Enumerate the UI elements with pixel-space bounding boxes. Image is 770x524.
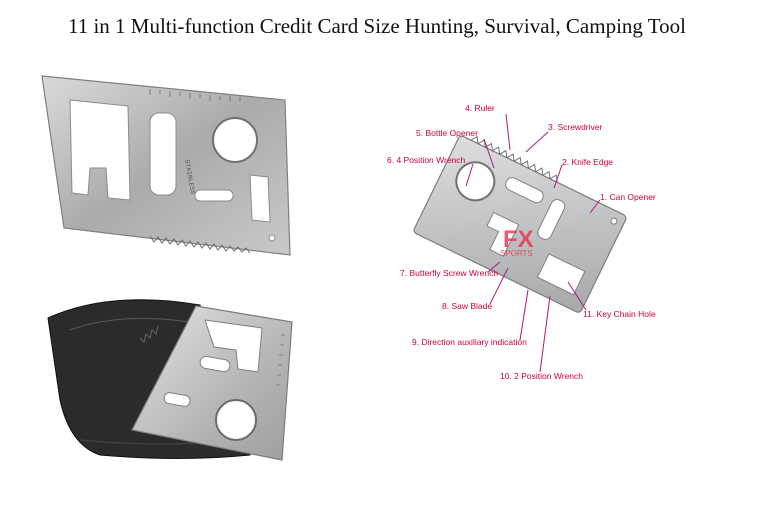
- label-butterfly-wrench: 7. Butterfly Screw Wrench: [400, 268, 499, 278]
- label-can-opener: 1. Can Opener: [600, 192, 656, 202]
- leader-lines: [465, 113, 601, 373]
- label-saw-blade: 8. Saw Blade: [442, 301, 493, 311]
- pouch-and-card: [47, 299, 293, 461]
- label-key-chain-hole: 11. Key Chain Hole: [583, 309, 656, 319]
- label-4-position-wrench: 6. 4 Position Wrench: [387, 155, 466, 165]
- card-diagram: [413, 135, 627, 313]
- label-ruler: 4. Ruler: [465, 103, 495, 113]
- watermark-logo: FX: [503, 226, 534, 253]
- label-2-position-wrench: 10. 2 Position Wrench: [500, 371, 583, 381]
- label-knife-edge: 2. Knife Edge: [562, 157, 614, 167]
- label-direction-indication: 9. Direction auxiliary indication: [412, 337, 527, 347]
- label-screwdriver: 3. Screwdriver: [548, 122, 603, 132]
- label-bottle-opener: 5. Bottle Opener: [416, 128, 478, 138]
- card-top-left: STAINLESS: [41, 75, 291, 256]
- watermark-subtext: SPORTS: [500, 249, 533, 258]
- page-title: 11 in 1 Multi-function Credit Card Size …: [68, 14, 686, 38]
